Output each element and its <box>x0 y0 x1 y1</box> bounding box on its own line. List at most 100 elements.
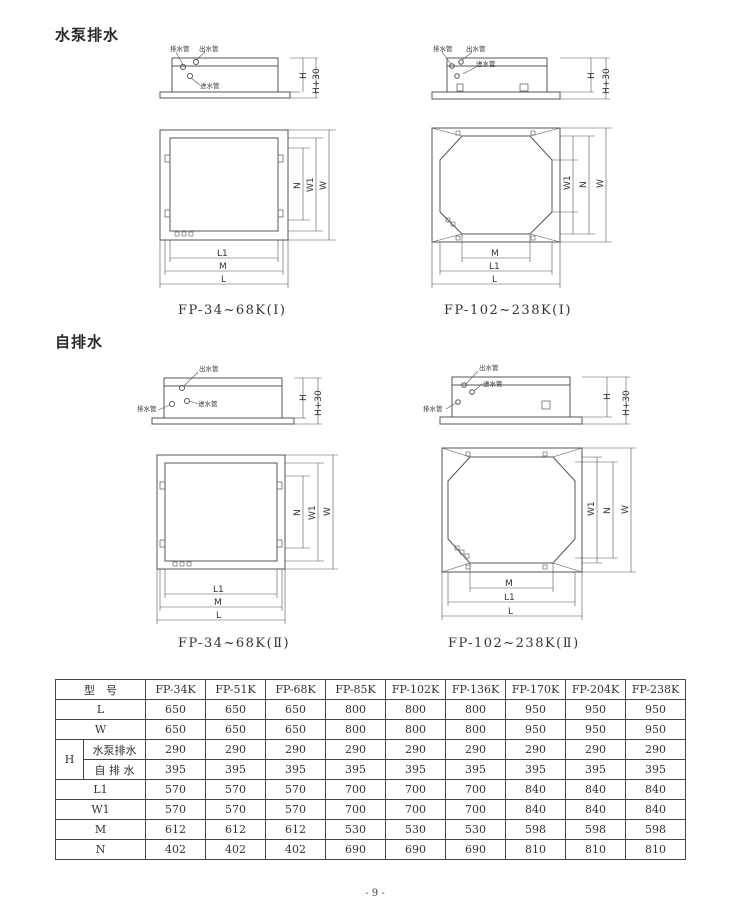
dim-h: H <box>603 393 613 400</box>
cell: 395 <box>325 759 386 780</box>
dim-n: N <box>293 509 303 516</box>
cell: 690 <box>385 839 446 860</box>
side-view-large-self <box>439 370 630 425</box>
dim-n: N <box>603 507 613 514</box>
table-row: M 612 612 612 530 530 530 598 598 598 <box>55 819 686 840</box>
cell: 800 <box>325 699 386 720</box>
dim-w: W <box>323 507 333 516</box>
dim-l1: L1 <box>213 585 224 595</box>
header-model: FP-102K <box>385 679 446 700</box>
cell: 402 <box>205 839 266 860</box>
cell: 570 <box>265 799 326 820</box>
row-sublabel: 水泵排水 <box>83 739 146 760</box>
row-label: W1 <box>55 799 146 820</box>
cell: 570 <box>145 779 206 800</box>
cell: 395 <box>205 759 266 780</box>
cell: 290 <box>445 739 506 760</box>
label-inlet-pipe: 进水管 <box>483 379 503 388</box>
page-number: - 9 - <box>365 888 385 899</box>
caption-fp102-238k-i: FP-102~238K(Ⅰ) <box>444 303 572 318</box>
technical-drawings: 排水管 出水管 进水管 排水管 出水管 进水管 出水管 进水管 排水管 出水管 … <box>137 44 636 624</box>
dim-n: N <box>579 181 589 188</box>
plan-view-large-self <box>441 447 636 620</box>
dim-l: L <box>508 607 513 617</box>
dim-w: W <box>596 179 606 188</box>
cell: 395 <box>145 759 206 780</box>
cell: 598 <box>565 819 626 840</box>
plan-view-small-pump <box>159 129 336 288</box>
header-model: FP-204K <box>565 679 626 700</box>
cell: 570 <box>265 779 326 800</box>
cell: 810 <box>565 839 626 860</box>
cell: 840 <box>625 779 686 800</box>
side-view-small-self <box>151 371 322 425</box>
side-view-small-pump <box>159 51 318 99</box>
row-label: L1 <box>55 779 146 800</box>
cell: 950 <box>625 719 686 740</box>
section-title-self-drain: 自排水 <box>55 333 104 351</box>
label-outlet-pipe: 出水管 <box>479 363 499 372</box>
row-label: N <box>55 839 146 860</box>
label-inlet-pipe: 进水管 <box>200 81 220 90</box>
cell: 290 <box>325 739 386 760</box>
label-inlet-pipe: 进水管 <box>198 399 218 408</box>
side-view-large-pump <box>431 51 610 100</box>
dim-l: L <box>492 275 497 285</box>
cell: 690 <box>445 839 506 860</box>
label-drain-pipe: 排水管 <box>170 44 190 53</box>
dim-h: H <box>299 72 309 79</box>
cell: 570 <box>205 799 266 820</box>
label-outlet-pipe: 出水管 <box>199 364 219 373</box>
caption-fp34-68k-ii: FP-34~68K(Ⅱ) <box>178 636 291 651</box>
cell: 700 <box>445 799 506 820</box>
cell: 840 <box>565 779 626 800</box>
cell: 290 <box>205 739 266 760</box>
cell: 570 <box>205 779 266 800</box>
cell: 700 <box>445 779 506 800</box>
cell: 950 <box>625 699 686 720</box>
cell: 290 <box>625 739 686 760</box>
table-row: W 650 650 650 800 800 800 950 950 950 <box>55 719 686 740</box>
caption-fp102-238k-ii: FP-102~238K(Ⅱ) <box>448 636 580 651</box>
cell: 530 <box>385 819 446 840</box>
cell: 395 <box>565 759 626 780</box>
cell: 402 <box>145 839 206 860</box>
cell: 612 <box>145 819 206 840</box>
spec-table: 型 号 FP-34K FP-51K FP-68K FP-85K FP-102K … <box>55 679 686 860</box>
cell: 395 <box>385 759 446 780</box>
plan-view-small-self <box>156 454 338 624</box>
dim-m: M <box>491 249 499 259</box>
cell: 800 <box>385 719 446 740</box>
row-label-h: H <box>55 739 84 780</box>
header-model: FP-68K <box>265 679 326 700</box>
cell: 290 <box>505 739 566 760</box>
cell: 800 <box>445 719 506 740</box>
cell: 840 <box>505 779 566 800</box>
table-row: L1 570 570 570 700 700 700 840 840 840 <box>55 779 686 800</box>
section-title-pump-drain: 水泵排水 <box>55 26 120 44</box>
label-inlet-pipe: 进水管 <box>476 59 496 68</box>
dim-l: L <box>221 275 226 285</box>
dim-w: W <box>319 181 329 190</box>
dim-h: H <box>299 394 309 401</box>
dim-l1: L1 <box>217 249 228 259</box>
cell: 530 <box>445 819 506 840</box>
dim-l1: L1 <box>489 262 500 272</box>
cell: 650 <box>265 699 326 720</box>
table-row: N 402 402 402 690 690 690 810 810 810 <box>55 839 686 860</box>
cell: 290 <box>565 739 626 760</box>
cell: 395 <box>505 759 566 780</box>
label-outlet-pipe: 出水管 <box>466 44 486 53</box>
dim-h: H <box>587 72 597 79</box>
table-row: 自 排 水 395 395 395 395 395 395 395 395 39… <box>56 759 686 780</box>
header-model: FP-136K <box>445 679 506 700</box>
dim-w1: W1 <box>306 177 316 192</box>
cell: 810 <box>505 839 566 860</box>
dim-w: W <box>621 505 631 514</box>
cell: 950 <box>565 719 626 740</box>
label-drain-pipe: 排水管 <box>137 404 157 413</box>
cell: 840 <box>505 799 566 820</box>
dim-h30: H+30 <box>622 390 632 416</box>
header-model: FP-170K <box>505 679 566 700</box>
dim-l: L <box>216 611 221 621</box>
